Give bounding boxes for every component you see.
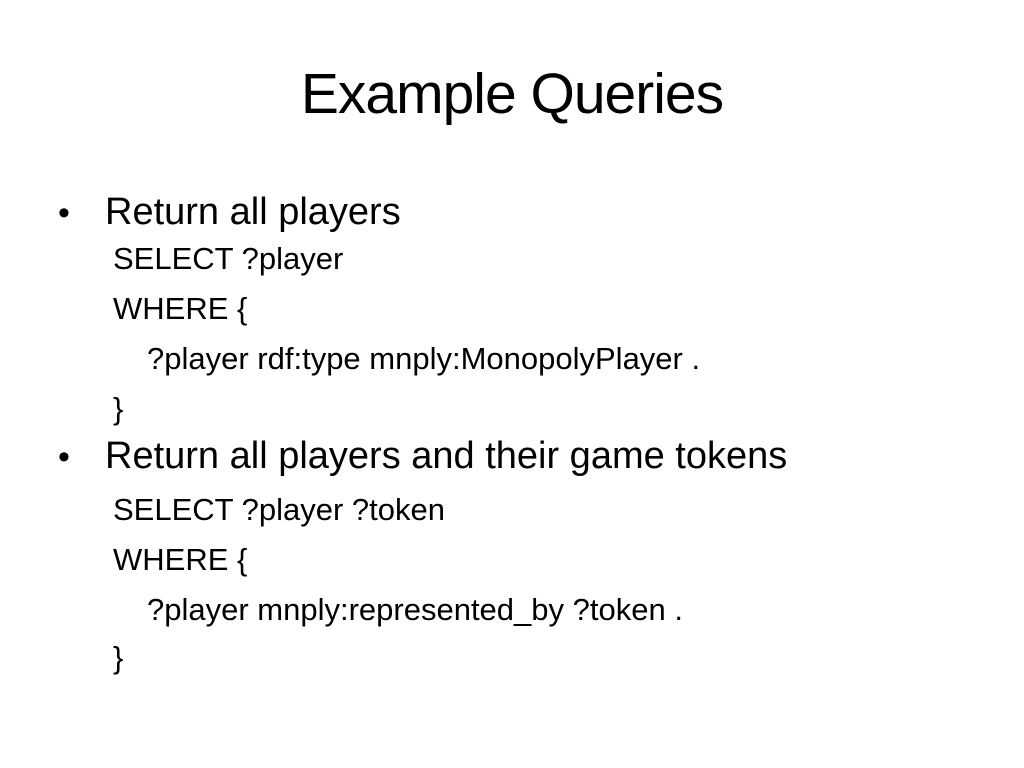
code-line: }: [113, 391, 124, 426]
bullet-icon: •: [58, 194, 70, 232]
bullet-item: • Return all players and their game toke…: [58, 430, 787, 483]
bullet-text: Return all players: [105, 191, 401, 233]
code-line: SELECT ?player ?token: [113, 492, 446, 527]
code-line: ?player rdf:type mnply:MonopolyPlayer .: [147, 341, 701, 376]
code-line: ?player mnply:represented_by ?token .: [147, 592, 683, 627]
slide-title: Example Queries: [300, 62, 724, 126]
code-line: WHERE {: [113, 291, 248, 326]
code-line: SELECT ?player: [113, 241, 344, 276]
code-line: WHERE {: [113, 542, 248, 577]
bullet-text: Return all players and their game tokens: [105, 435, 788, 477]
code-line: }: [113, 640, 124, 675]
bullet-item: • Return all players: [58, 186, 401, 239]
bullet-icon: •: [58, 438, 70, 476]
